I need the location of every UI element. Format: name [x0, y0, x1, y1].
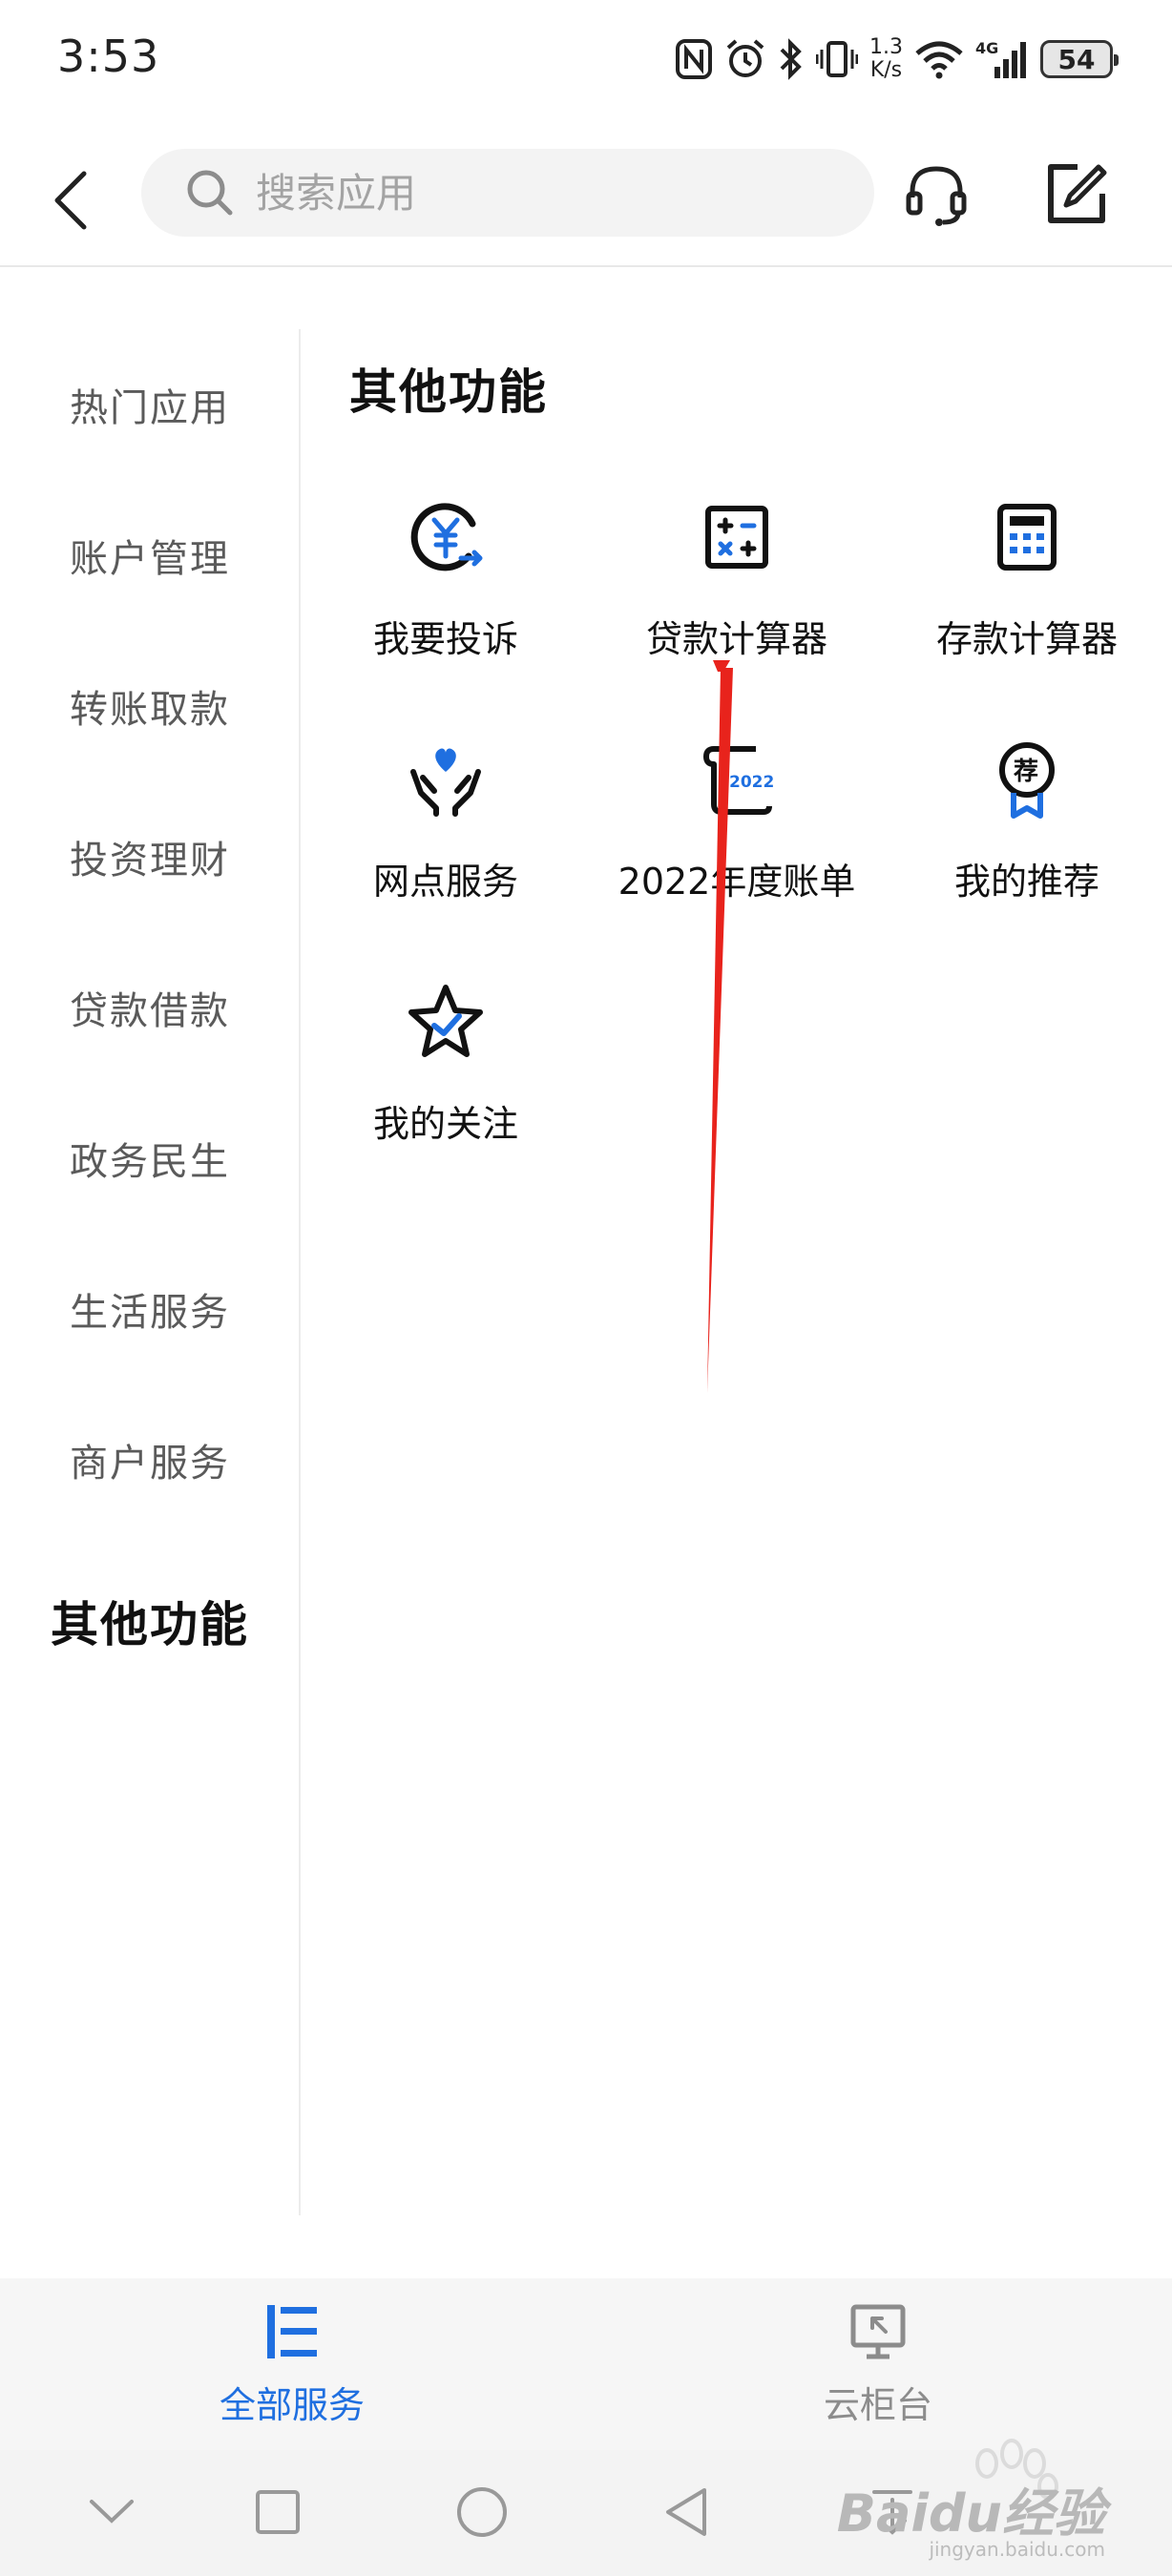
customer-service-button[interactable]: [898, 156, 974, 233]
circle-icon: [457, 2487, 507, 2537]
sidebar-item-merchant-services[interactable]: 商户服务: [70, 1442, 230, 1485]
nav-hide-button[interactable]: [78, 2479, 145, 2545]
headset-icon: [906, 166, 967, 226]
function-my-follows[interactable]: 我的关注: [300, 976, 592, 1218]
deposit-calculator-icon: [981, 491, 1073, 583]
nav-back-button[interactable]: [653, 2479, 720, 2545]
arrow-down-icon: [872, 2490, 912, 2535]
function-label: 2022年度账单: [617, 861, 856, 903]
complaint-yen-icon: [400, 491, 492, 583]
status-bar: 3:53 1.3 K/s 4G 54: [0, 0, 1172, 124]
bottom-tab-bar: 全部服务 云柜台: [0, 2278, 1172, 2450]
status-icons: 1.3 K/s 4G 54: [675, 32, 1119, 86]
monitor-icon: [850, 2304, 906, 2359]
net-speed-value: 1.3: [869, 35, 903, 59]
search-input[interactable]: [256, 169, 790, 217]
function-label: 贷款计算器: [645, 618, 827, 660]
function-label: 我要投诉: [372, 618, 518, 660]
back-button[interactable]: [42, 160, 99, 240]
sidebar-item-account-management[interactable]: 账户管理: [70, 537, 230, 581]
sidebar-item-investment[interactable]: 投资理财: [70, 839, 230, 883]
tab-all-services[interactable]: 全部服务: [149, 2301, 435, 2428]
sidebar-item-transfer-withdraw[interactable]: 转账取款: [70, 688, 230, 732]
sidebar-item-government-services[interactable]: 政务民生: [70, 1140, 230, 1184]
status-time: 3:53: [57, 31, 160, 82]
system-navigation-bar: [0, 2450, 1172, 2576]
sidebar-divider: [299, 329, 301, 2215]
net-speed-unit: K/s: [869, 58, 903, 82]
search-icon: [183, 166, 237, 219]
function-label: 网点服务: [372, 861, 518, 903]
watermark-text: Baidu经验: [836, 2483, 1105, 2544]
svg-text:荐: 荐: [1013, 758, 1038, 786]
triangle-back-icon: [666, 2488, 706, 2536]
annual-bill-2022-icon: 2022: [691, 734, 783, 825]
vibrate-icon: [816, 41, 858, 77]
wifi-icon: [915, 41, 963, 79]
section-title: 其他功能: [349, 364, 548, 420]
list-menu-icon: [267, 2305, 317, 2358]
tab-cloud-counter[interactable]: 云柜台: [735, 2301, 1021, 2428]
sidebar-item-hot-apps[interactable]: 热门应用: [70, 386, 230, 430]
function-label: 存款计算器: [935, 618, 1118, 660]
square-icon: [256, 2490, 300, 2534]
nfc-icon: [676, 39, 712, 79]
svg-text:2022: 2022: [729, 773, 774, 792]
battery-indicator: 54: [1040, 40, 1119, 78]
function-label: 我的关注: [372, 1103, 518, 1145]
function-deposit-calculator[interactable]: 存款计算器: [882, 491, 1172, 734]
function-loan-calculator[interactable]: 贷款计算器: [592, 491, 882, 734]
header: [0, 134, 1172, 267]
chevron-left-icon: [54, 171, 87, 230]
sidebar-item-loans[interactable]: 贷款借款: [70, 989, 230, 1033]
tab-label: 全部服务: [219, 2384, 365, 2426]
nav-download-button[interactable]: [859, 2479, 926, 2545]
recommend-badge-icon: 荐: [981, 734, 1073, 825]
bluetooth-icon: [780, 38, 802, 80]
net-speed: 1.3 K/s: [869, 36, 903, 82]
tab-label: 云柜台: [823, 2384, 932, 2426]
network-type: 4G: [975, 39, 998, 57]
alarm-icon: [726, 39, 764, 77]
category-sidebar: 热门应用 账户管理 转账取款 投资理财 贷款借款 政务民生 生活服务 商户服务 …: [0, 329, 300, 1707]
branch-service-hands-icon: [400, 734, 492, 825]
function-annual-bill[interactable]: 2022 2022年度账单: [592, 734, 882, 976]
sidebar-item-other-functions[interactable]: 其他功能: [51, 1597, 249, 1652]
baidu-paw-logo: [975, 2439, 1058, 2500]
nav-recents-button[interactable]: [244, 2479, 311, 2545]
chevron-down-icon: [90, 2500, 134, 2524]
function-branch-service[interactable]: 网点服务: [300, 734, 592, 976]
watermark-sub: jingyan.baidu.com: [929, 2538, 1105, 2561]
search-box[interactable]: [141, 149, 874, 237]
signal-4g-icon: 4G: [975, 39, 1026, 78]
sidebar-item-life-services[interactable]: 生活服务: [70, 1291, 230, 1335]
function-my-recommend[interactable]: 荐 我的推荐: [882, 734, 1172, 976]
function-complaint[interactable]: 我要投诉: [300, 491, 592, 734]
function-label: 我的推荐: [953, 861, 1099, 903]
nav-home-button[interactable]: [449, 2479, 515, 2545]
loan-calculator-icon: [691, 491, 783, 583]
star-check-icon: [400, 976, 492, 1068]
edit-button[interactable]: [1038, 156, 1115, 233]
function-grid: 我要投诉 贷款计算器 存款计算器 网点服务 2022 2022年度账单: [300, 491, 1172, 1218]
edit-icon: [1048, 164, 1107, 223]
